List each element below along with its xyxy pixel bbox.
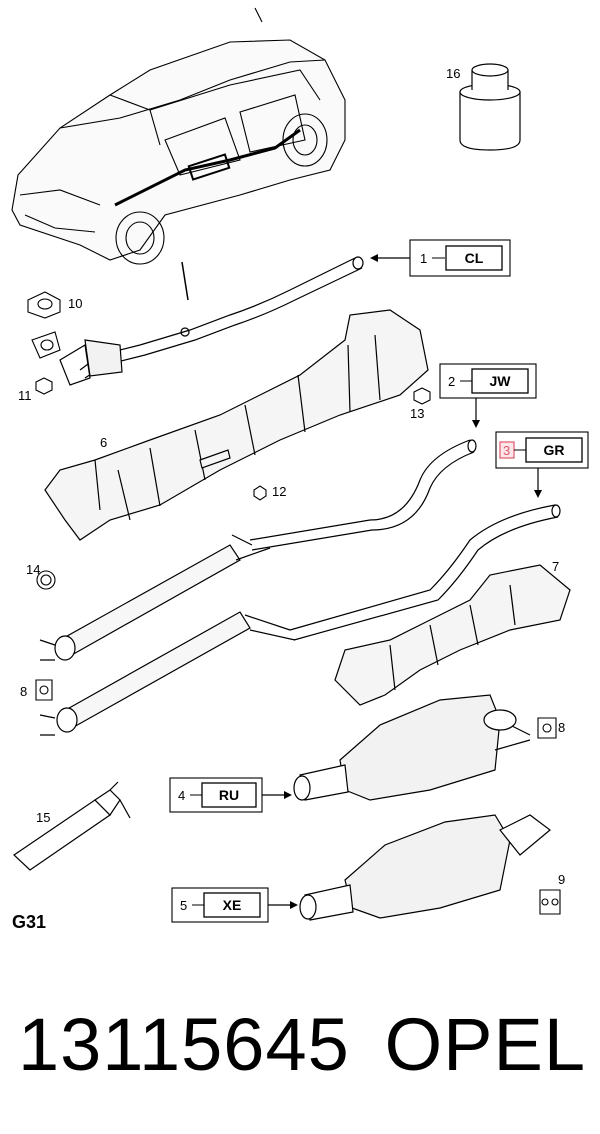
rubber-mount-9 (539, 889, 561, 915)
callout-box-2 (439, 363, 537, 399)
code-cl: CL (465, 250, 484, 266)
rubber-mount-8-right (537, 717, 557, 739)
callout-8-right: 8 (558, 720, 565, 735)
part-number: 13115645 (18, 1003, 350, 1086)
heat-shield (44, 309, 429, 541)
callout-8-left: 8 (20, 684, 27, 699)
code-jw: JW (490, 373, 512, 389)
callout-7: 7 (552, 559, 559, 574)
code-box-gr (525, 437, 583, 463)
callout-10: 10 (68, 296, 82, 311)
callout-14: 14 (26, 562, 40, 577)
callout-1: 1 (420, 251, 427, 266)
callout-2: 2 (448, 374, 455, 389)
code-gr: GR (544, 442, 565, 458)
callout-11: 11 (18, 388, 32, 403)
callout-5: 5 (180, 898, 187, 913)
callout-box-3 (495, 431, 589, 469)
code-box-jw (471, 368, 529, 394)
callout-6: 6 (100, 435, 107, 450)
code-box-cl (445, 245, 503, 271)
callout-9: 9 (558, 872, 565, 887)
code-box-xe (203, 892, 261, 918)
center-pipe-gr (39, 504, 561, 736)
callout-4: 4 (178, 788, 185, 803)
brand-name: OPEL (384, 1003, 586, 1086)
nut-11 (35, 377, 53, 395)
exhaust-system-diagram: 16 10 11 1 CL 6 (11, 7, 589, 923)
car-illustration (11, 7, 346, 265)
front-pipe (59, 256, 364, 386)
footer: 13115645 OPEL (0, 990, 600, 1100)
nut-12 (253, 485, 267, 501)
callout-12: 12 (272, 484, 286, 499)
rubber-mount-8-left (35, 679, 53, 701)
rear-muffler-xe (299, 814, 551, 921)
rear-heat-shield (334, 564, 571, 706)
sealant-tube (13, 781, 131, 871)
callout-13: 13 (410, 406, 424, 421)
flange-gasket (27, 291, 61, 359)
nut-13 (413, 387, 431, 405)
callout-15: 15 (36, 810, 50, 825)
group-code: G31 (12, 912, 47, 932)
code-ru: RU (219, 787, 239, 803)
rear-muffler-ru (293, 694, 531, 801)
code-xe: XE (223, 897, 242, 913)
clamp-14 (36, 570, 56, 590)
code-box-ru (201, 782, 257, 808)
center-pipe-jw (39, 439, 477, 661)
callout-3: 3 (503, 443, 510, 458)
sealant-bottle (459, 63, 521, 151)
callout-16: 16 (446, 66, 460, 81)
